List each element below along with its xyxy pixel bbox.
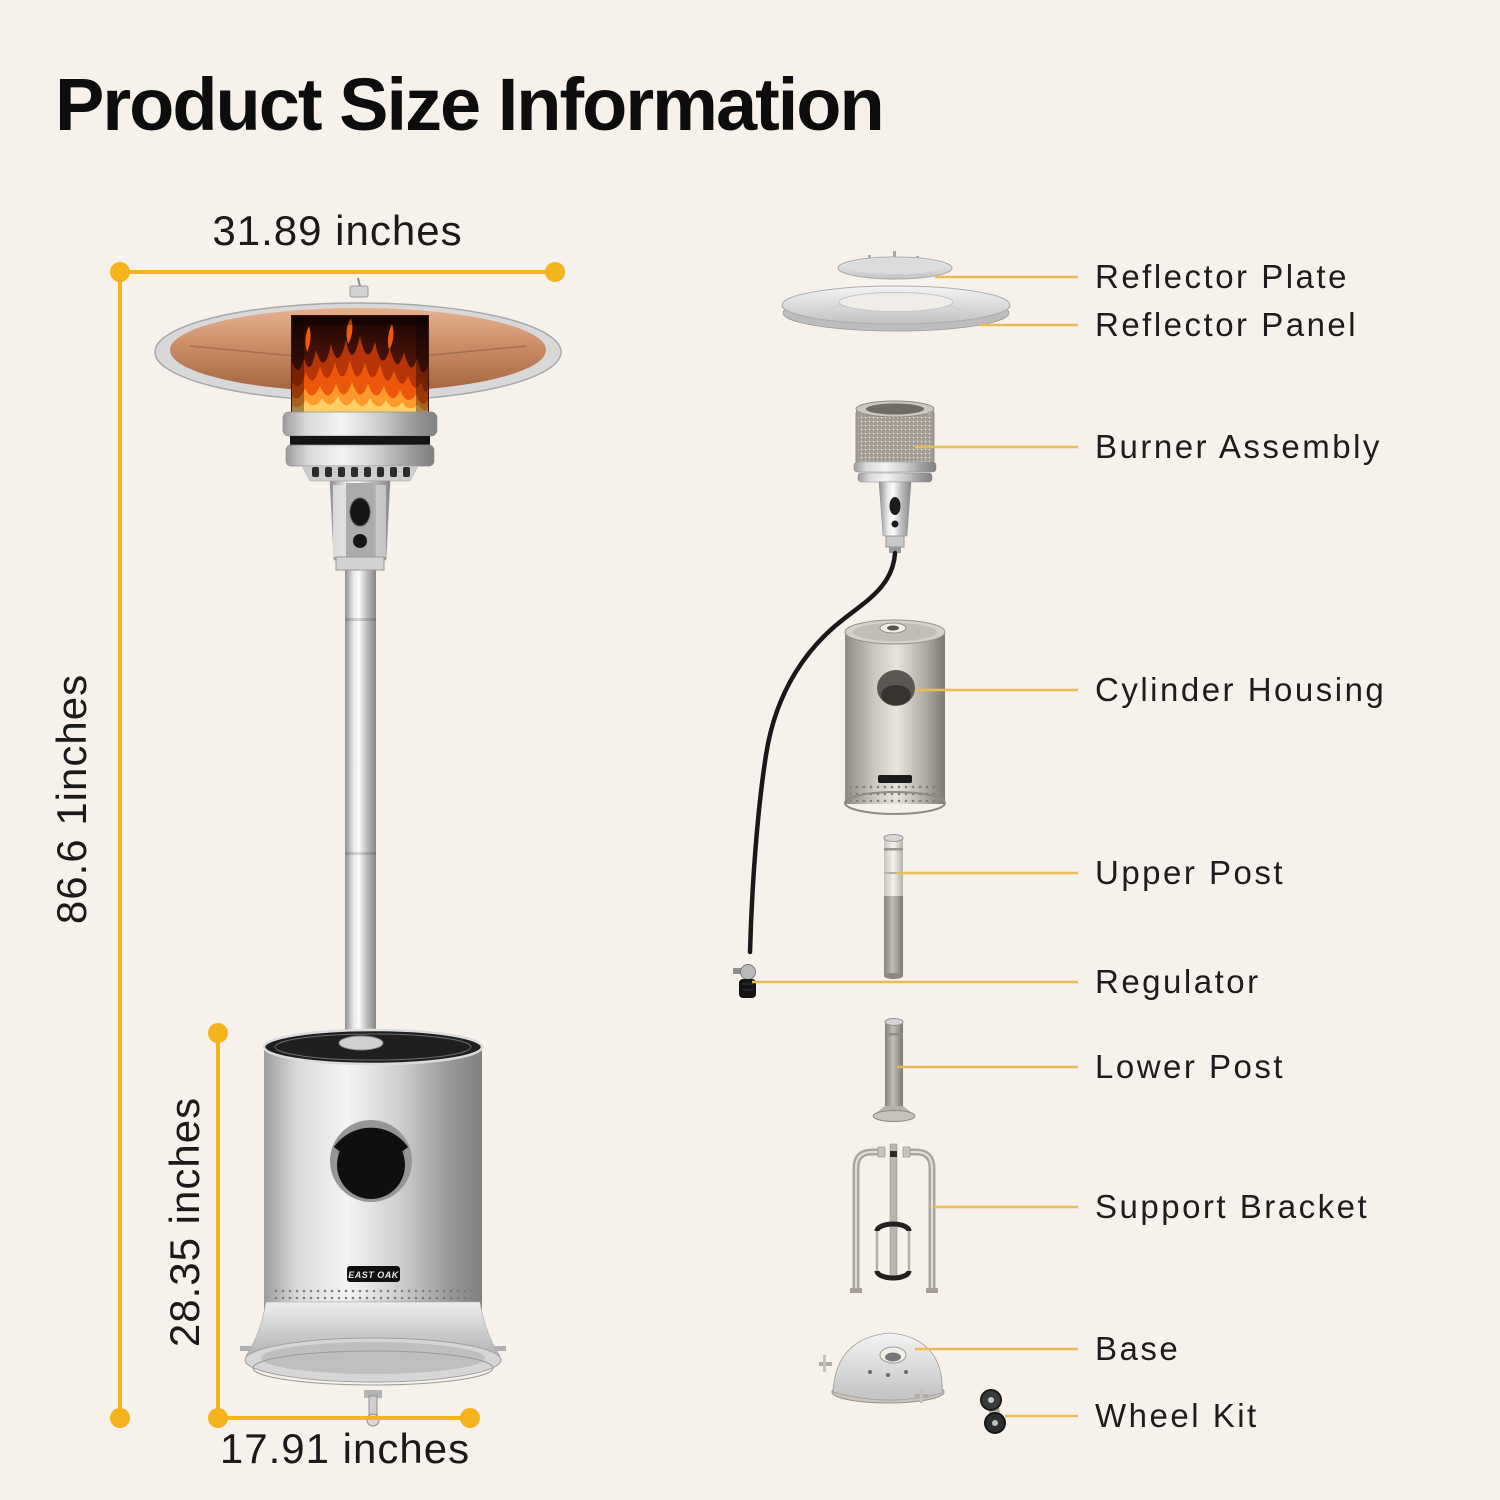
part-label-upper-post: Upper Post bbox=[1095, 854, 1286, 891]
regulator-part bbox=[733, 964, 756, 998]
dimension-height-cylinder: 28.35 inches bbox=[161, 1096, 208, 1348]
exploded-parts-illustration bbox=[733, 251, 1011, 1434]
gas-hose bbox=[747, 550, 898, 955]
heater-burner-neck bbox=[329, 480, 391, 571]
part-label-reflector-plate: Reflector Plate bbox=[1095, 258, 1349, 295]
patio-heater-illustration: EAST OAK bbox=[154, 277, 562, 1427]
part-label-support-bracket: Support Bracket bbox=[1095, 1188, 1370, 1225]
part-label-reflector-panel: Reflector Panel bbox=[1095, 306, 1359, 343]
dimension-dot bbox=[460, 1408, 480, 1428]
wheel-kit-part bbox=[980, 1389, 1006, 1434]
cylinder-housing-part bbox=[844, 619, 946, 815]
dimension-dot bbox=[545, 262, 565, 282]
dimension-height-total: 86.6 1inches bbox=[48, 673, 95, 925]
dimension-dot bbox=[208, 1023, 228, 1043]
leader-lines bbox=[752, 275, 1078, 1418]
part-label-regulator: Regulator bbox=[1095, 963, 1261, 1000]
part-label-burner-assembly: Burner Assembly bbox=[1095, 428, 1382, 465]
heater-tank-housing: EAST OAK bbox=[262, 1028, 484, 1318]
burner-assembly-part bbox=[747, 400, 937, 955]
upper-post-part bbox=[883, 834, 904, 979]
dimension-dot bbox=[110, 1408, 130, 1428]
heater-burner-collar bbox=[282, 411, 438, 482]
heater-pole bbox=[345, 560, 376, 1047]
heater-flame-screen bbox=[291, 315, 429, 417]
part-label-wheel-kit: Wheel Kit bbox=[1095, 1397, 1259, 1434]
dimension-width-top: 31.89 inches bbox=[212, 207, 463, 254]
dimension-dot bbox=[110, 262, 130, 282]
lower-post-part bbox=[872, 1018, 916, 1122]
page-title: Product Size Information bbox=[55, 63, 885, 146]
brand-badge: EAST OAK bbox=[348, 1270, 400, 1280]
heater-base bbox=[240, 1301, 506, 1427]
dimension-lines bbox=[110, 262, 565, 1428]
part-label-cylinder-housing: Cylinder Housing bbox=[1095, 671, 1387, 708]
part-label-base: Base bbox=[1095, 1330, 1181, 1367]
reflector-plate-part bbox=[837, 251, 953, 280]
support-bracket-part bbox=[850, 1143, 938, 1293]
base-part bbox=[819, 1332, 945, 1404]
dimension-width-base: 17.91 inches bbox=[219, 1425, 471, 1472]
reflector-panel-part bbox=[781, 285, 1011, 332]
dimension-dot bbox=[208, 1408, 228, 1428]
part-label-lower-post: Lower Post bbox=[1095, 1048, 1286, 1085]
